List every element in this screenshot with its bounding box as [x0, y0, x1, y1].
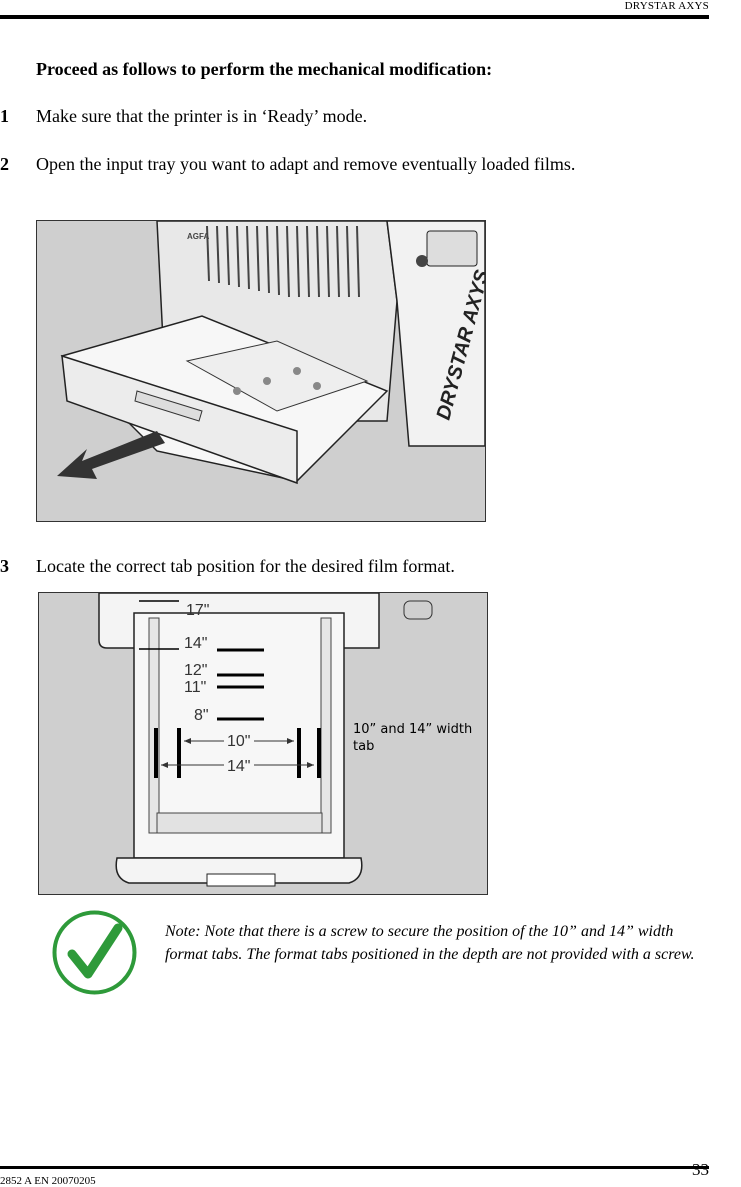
step-number: 2 — [0, 154, 9, 174]
checkmark-icon — [52, 910, 137, 995]
page-number: 33 — [692, 1160, 709, 1179]
depth-12-label: 12" — [184, 662, 207, 679]
tray-format-diagram: 17" 14" 12" 11" 8" 10" 14" 10” and 14” w… — [38, 592, 488, 895]
step-number: 1 — [0, 106, 9, 126]
step-number: 3 — [0, 556, 9, 576]
step-text: Make sure that the printer is in ‘Ready’… — [36, 106, 368, 126]
width-14-label: 14" — [227, 758, 250, 775]
depth-11-label: 11" — [184, 679, 206, 696]
step-text: Open the input tray you want to adapt an… — [36, 154, 576, 174]
header-rule — [0, 15, 709, 19]
width-tab-callout: 10” and 14” width tab — [353, 722, 473, 754]
width-10-label: 10" — [227, 733, 250, 750]
printer-tray-illustration: DRYSTAR AXYS AGFA — [36, 220, 486, 522]
printer-drawing: DRYSTAR AXYS AGFA — [57, 221, 485, 485]
footer-rule — [0, 1166, 709, 1169]
logo-text: AGFA — [187, 232, 209, 241]
tray-drawing: 17" 14" 12" 11" 8" 10" 14" — [98, 593, 433, 887]
note-text: Note: Note that there is a screw to secu… — [165, 923, 695, 963]
depth-17-label: 17" — [186, 602, 209, 619]
depth-14-label: 14" — [184, 635, 207, 652]
intro-heading: Proceed as follows to perform the mechan… — [36, 59, 493, 79]
document-code: 2852 A EN 20070205 — [0, 1175, 96, 1187]
running-header: DRYSTAR AXYS — [624, 0, 709, 12]
step-text: Locate the correct tab position for the … — [36, 556, 455, 576]
depth-8-label: 8" — [194, 707, 209, 724]
